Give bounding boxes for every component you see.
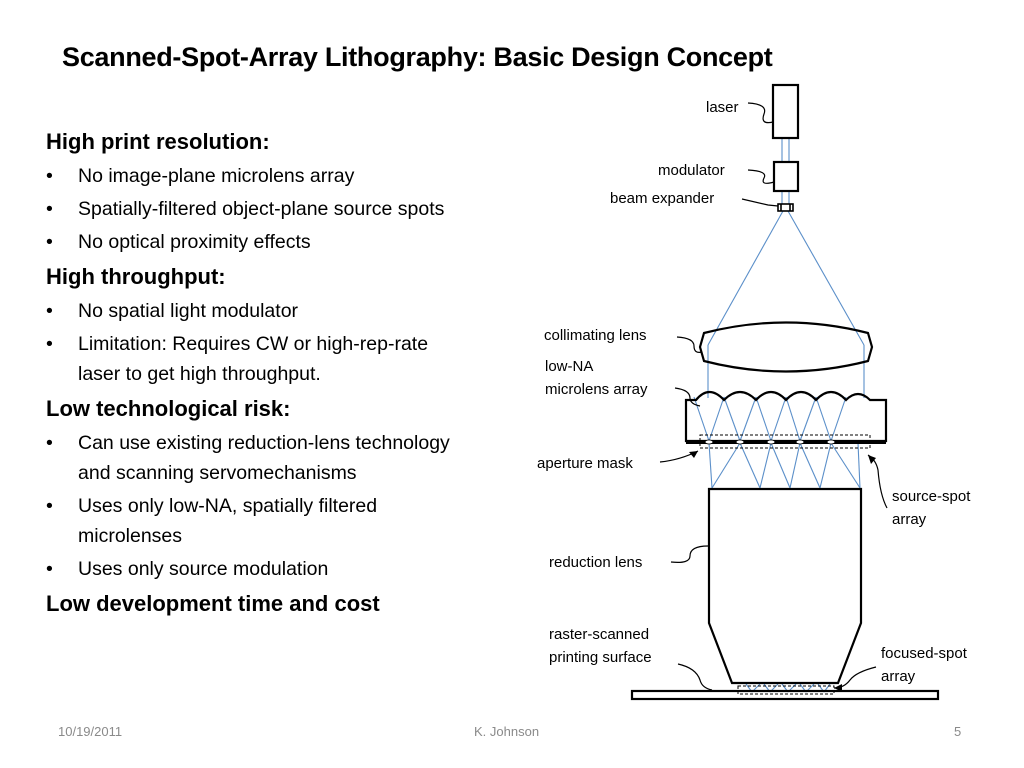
footer-page-number: 5 [954,724,962,739]
optical-diagram: laser modulator beam expander collimatin… [528,80,1024,720]
section-heading: Low technological risk: [46,396,291,421]
bullet-item: Can use existing reduction-lens technolo… [46,428,546,488]
footer-date: 10/19/2011 [58,724,123,739]
label-printing-line2: printing surface [549,649,652,666]
label-focused-spot-line2: array [881,668,916,685]
label-reduction-lens: reduction lens [549,554,643,571]
bullet-item: Spatially-filtered object-plane source s… [46,194,546,224]
bullet-line: Can use existing reduction-lens technolo… [78,432,450,454]
modulator-box [772,160,800,193]
bullet-item: No optical proximity effects [46,227,546,257]
bullet-list: No image-plane microlens arraySpatially-… [46,161,546,257]
label-modulator: modulator [658,162,725,179]
label-source-spot-line2: array [892,511,927,528]
bullet-line: Limitation: Requires CW or high-rep-rate [78,333,429,355]
bullet-item: Uses only low-NA, spatially filtered micr… [46,491,546,551]
bullet-item: No spatial light modulator [46,296,546,326]
beam-expander [777,203,794,212]
diagram-drawing [630,83,940,701]
section-heading: Low development time and cost [46,591,380,616]
label-beam-expander: beam expander [610,190,715,207]
printing-surface [630,689,940,701]
label-microlens-line2: microlens array [545,381,648,398]
bullet-item: Uses only source modulation [46,554,546,584]
collimating-lens [698,321,874,373]
microlens-array [684,390,888,443]
label-microlens-line1: low-NA [545,358,594,375]
reduction-lens [707,487,863,685]
bullet-line: laser to get high throughput. [78,363,321,385]
source-spots [704,439,836,445]
footer-author: K. Johnson [474,724,540,739]
bullet-item: No image-plane microlens array [46,161,546,191]
bullet-list: No spatial light modulatorLimitation: Re… [46,296,546,389]
light-rays [693,138,865,693]
bullet-line: and scanning servomechanisms [78,462,357,484]
slide-title: Scanned-Spot-Array Lithography: Basic De… [62,42,773,72]
bullet-line: Uses only low-NA, spatially filtered [78,495,378,517]
label-aperture-mask: aperture mask [537,455,633,472]
source-spot-box [699,434,871,449]
body-text: High print resolution: No image-plane mic… [46,126,546,620]
bullet-line: microlenses [78,525,183,547]
section-heading: High throughput: [46,264,226,289]
bullet-item: Limitation: Requires CW or high-rep-rate… [46,329,546,389]
label-printing-line1: raster-scanned [549,626,650,643]
label-laser: laser [706,99,739,116]
bullet-list: Can use existing reduction-lens technolo… [46,428,546,584]
laser-box [771,83,800,140]
label-collimating-lens: collimating lens [544,327,647,344]
section-heading: High print resolution: [46,129,270,154]
focused-spot-box [737,685,835,695]
aperture-mask-bar [686,440,886,444]
label-focused-spot-line1: focused-spot [881,645,967,662]
label-source-spot-line1: source-spot [892,488,971,505]
